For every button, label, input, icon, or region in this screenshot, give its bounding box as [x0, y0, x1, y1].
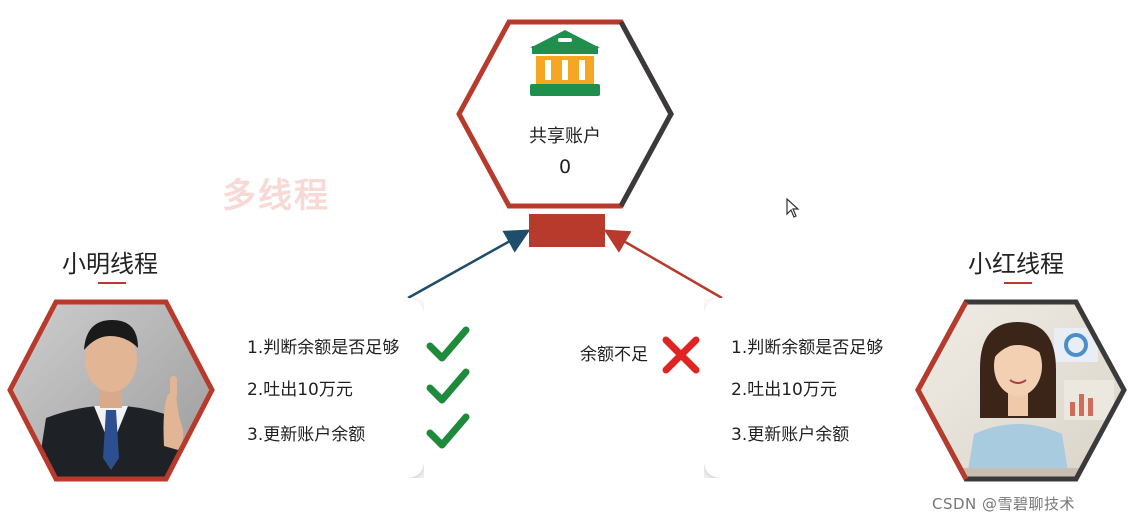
multithread-watermark: 多线程 [222, 168, 330, 217]
mouse-cursor-icon [786, 198, 800, 218]
left-thread-arrow [408, 232, 526, 298]
check-icon [426, 366, 470, 406]
businessman-avatar [6, 298, 216, 483]
xiaoming-step-2: 2.吐出10万元 [247, 375, 353, 400]
xiaohong-step-2: 2.吐出10万元 [731, 375, 837, 400]
xiaohong-step-3: 3.更新账户余额 [731, 420, 849, 445]
xiaohong-step-1: 1.判断余额是否足够 [731, 333, 883, 358]
xiaohong-label-underline [1004, 282, 1032, 284]
cross-icon [658, 334, 702, 374]
insufficient-balance-label: 余额不足 [580, 340, 648, 365]
lock-bar [529, 214, 605, 247]
check-icon [426, 411, 470, 451]
right-thread-arrow [608, 232, 722, 298]
xiaoming-thread-label: 小明线程 [62, 244, 158, 279]
check-icon [426, 324, 470, 364]
csdn-credit: CSDN @雪碧聊技术 [932, 493, 1075, 514]
bank-icon [528, 28, 602, 98]
businesswoman-avatar [914, 298, 1128, 483]
xiaohong-thread-label: 小红线程 [968, 244, 1064, 279]
shared-account-title: 共享账户 [480, 122, 650, 148]
shared-account-balance: 0 [480, 156, 650, 178]
xiaoming-step-3: 3.更新账户余额 [247, 420, 365, 445]
xiaoming-label-underline [98, 282, 126, 284]
xiaoming-step-1: 1.判断余额是否足够 [247, 333, 399, 358]
